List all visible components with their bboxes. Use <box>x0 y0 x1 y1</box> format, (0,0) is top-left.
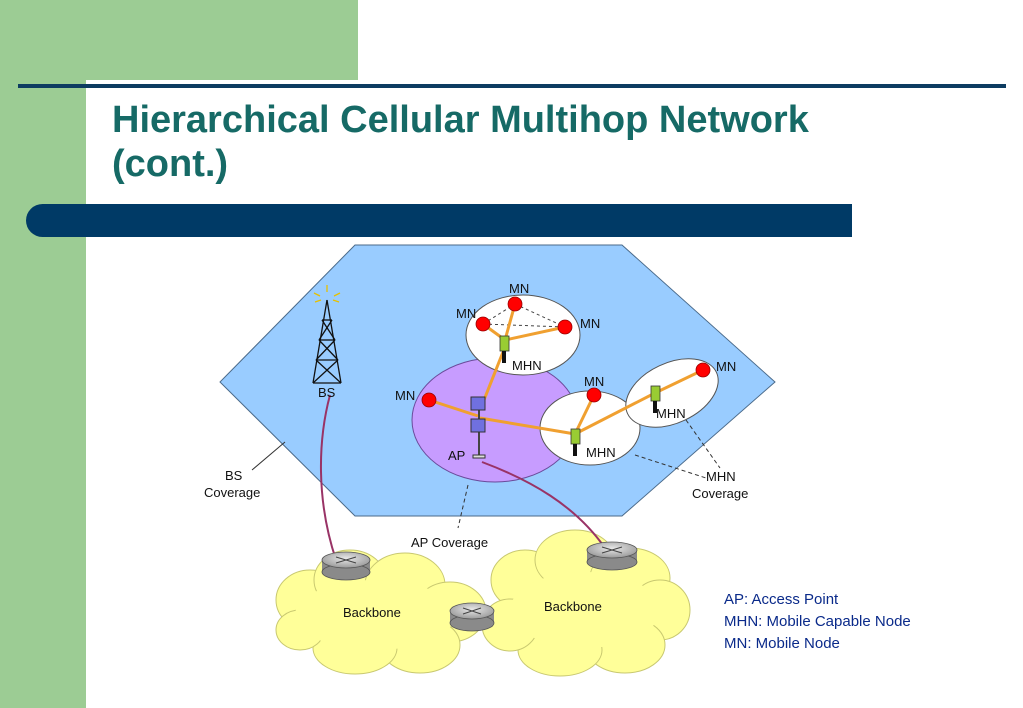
mn-node-left <box>421 392 437 408</box>
bs-label: BS <box>318 385 336 400</box>
backbone-right-label: Backbone <box>544 599 602 614</box>
mn-top-right-label: MN <box>580 316 600 331</box>
wired-link-bs-backbone <box>320 394 337 561</box>
mhn-coverage-label-line1: MHN <box>706 469 736 484</box>
leader-mhn-coverage-b <box>685 419 721 469</box>
wired-link-ap-backbone <box>481 461 606 549</box>
mn-right-label: MN <box>716 359 736 374</box>
legend-ap: AP: Access Point <box>724 591 839 608</box>
mn-top-left-label: MN <box>456 306 476 321</box>
mn-top-label: MN <box>509 281 529 296</box>
mhn-device-top-icon <box>499 335 510 363</box>
leader-bs-coverage <box>251 441 286 471</box>
leader-ap-coverage <box>457 484 469 529</box>
backbone-left-label: Backbone <box>343 605 401 620</box>
mn-node-mid <box>586 387 602 403</box>
router-icon-left <box>321 551 371 581</box>
mn-left-label: MN <box>395 388 415 403</box>
mn-node-top-right <box>557 319 573 335</box>
backbone-cloud-right <box>481 529 691 677</box>
mhn-coverage-right <box>625 358 719 428</box>
bs-tower-icon <box>312 299 342 384</box>
bs-coverage-label-line2: Coverage <box>204 485 260 500</box>
ap-coverage-label: AP Coverage <box>411 535 488 550</box>
mn-node-top-left <box>475 316 491 332</box>
bs-signal-icon <box>313 285 341 303</box>
legend-mn: MN: Mobile Node <box>724 635 840 652</box>
title-underline-bar <box>26 204 852 237</box>
mhn-device-right-icon <box>650 385 661 413</box>
legend-mhn: MHN: Mobile Capable Node <box>724 613 911 630</box>
router-icon-right <box>586 541 638 571</box>
mhn-top-label: MHN <box>512 358 542 373</box>
mhn-device-mid-icon <box>570 428 581 456</box>
mn-node-top <box>507 296 523 312</box>
mhn-mid-label: MHN <box>586 445 616 460</box>
mhn-coverage-label-line2: Coverage <box>692 486 748 501</box>
router-icon-center <box>449 602 495 632</box>
ap-device-icon <box>470 396 486 459</box>
ap-label: AP <box>448 448 465 463</box>
mhn-right-label: MHN <box>656 406 686 421</box>
mn-node-right <box>695 362 711 378</box>
slide-title: Hierarchical Cellular Multihop Network (… <box>112 99 809 185</box>
top-rule <box>18 84 1006 88</box>
bs-coverage-label-line1: BS <box>225 468 243 483</box>
left-accent-bar <box>0 0 86 708</box>
mn-mid-label: MN <box>584 374 604 389</box>
leader-mhn-coverage-a <box>634 454 707 479</box>
top-accent-block <box>0 0 358 80</box>
